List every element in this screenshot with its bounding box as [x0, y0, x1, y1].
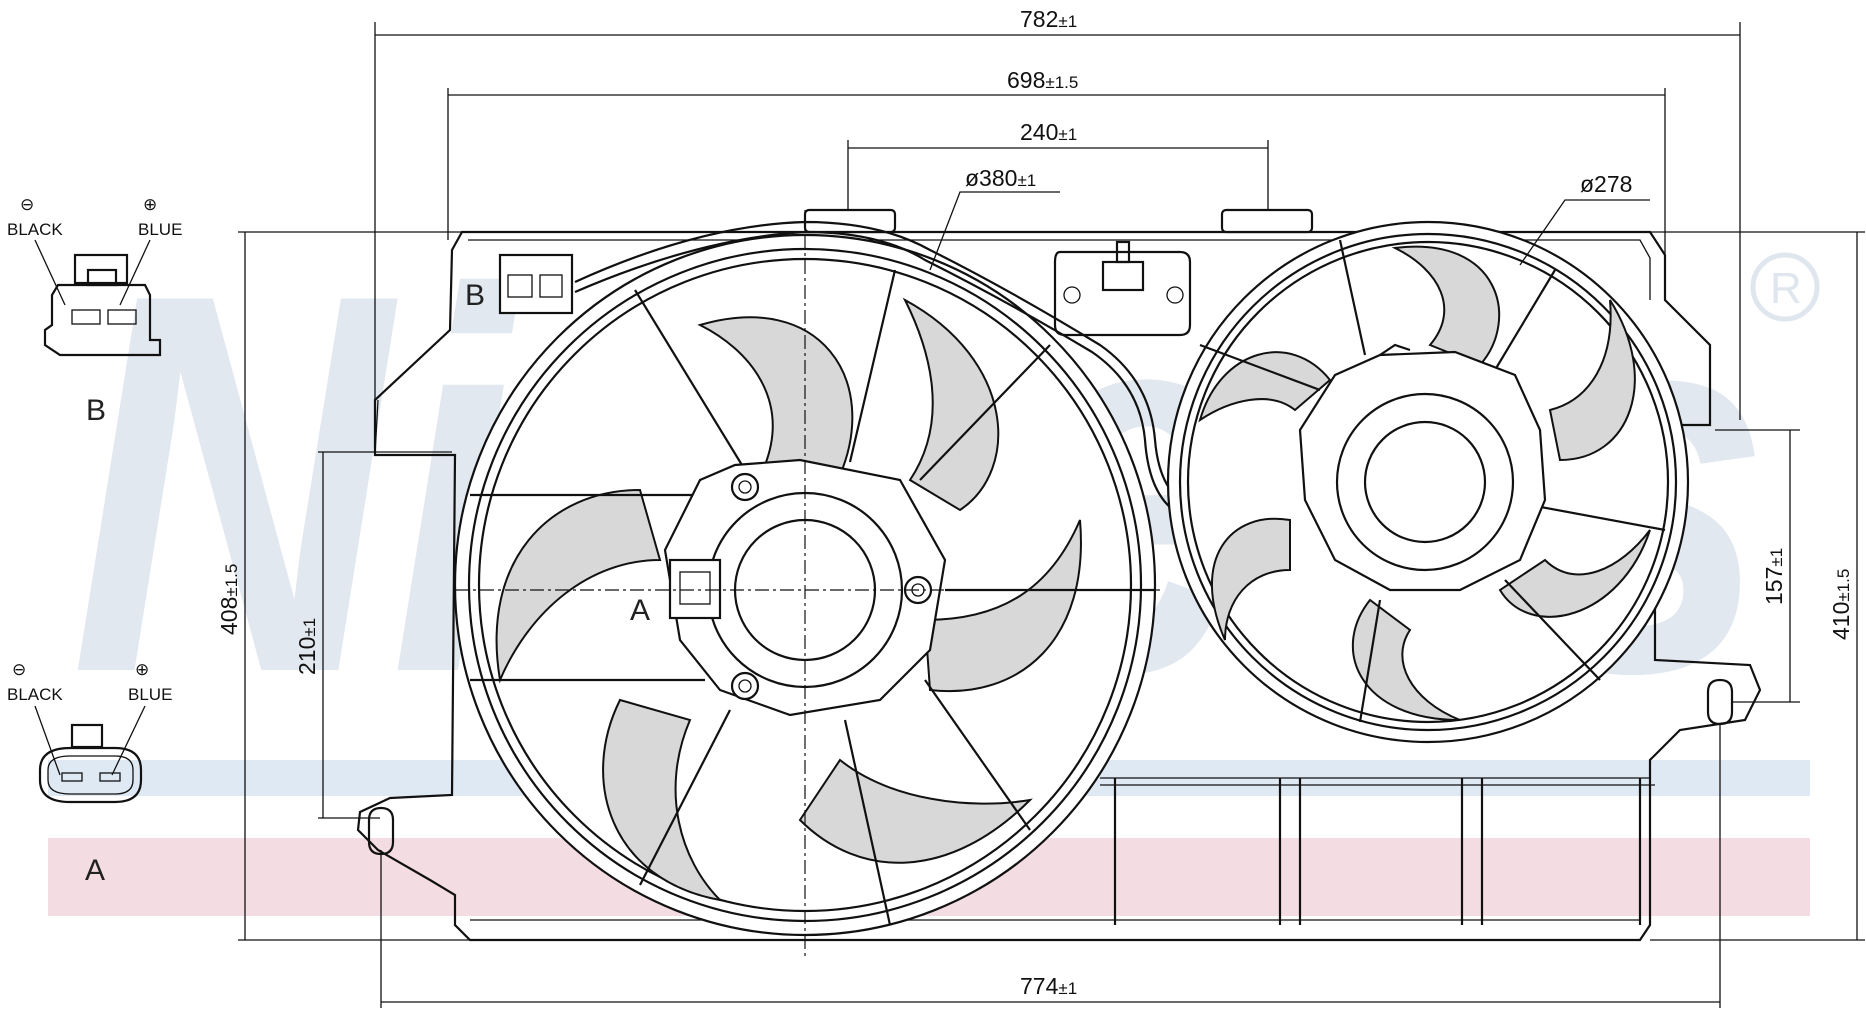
connector-a-label: A	[85, 854, 105, 887]
connector-b-pos-symbol: ⊕	[143, 195, 157, 214]
small-fan-spokes	[1199, 239, 1666, 723]
small-fan-motor	[1298, 343, 1547, 592]
connector-a-blue-label: BLUE	[128, 685, 172, 704]
shroud-connector-b: B	[465, 253, 574, 315]
connector-a-neg-symbol: ⊖	[12, 660, 26, 679]
dim-240: 240±1	[1020, 119, 1077, 145]
clip-left	[803, 208, 897, 234]
connector-a-detail: ⊖ ⊕ BLACK BLUE A	[7, 660, 172, 887]
connector-b-blue-label: BLUE	[138, 220, 182, 239]
dim-small-fan-diameter: ø278	[1580, 171, 1632, 197]
dim-698: 698±1.5	[1007, 67, 1078, 93]
dimension-texts: 782±1 698±1.5 240±1 ø380±1 ø278 408±1.5 …	[216, 6, 1854, 999]
connector-a-pos-symbol: ⊕	[135, 660, 149, 679]
registered-mark: R	[1770, 264, 1802, 313]
large-fan	[453, 210, 1371, 960]
dim-782: 782±1	[1020, 6, 1077, 32]
small-fan-blades	[1198, 245, 1651, 721]
dim-408: 408±1.5	[216, 564, 242, 635]
dim-large-fan-diameter: ø380±1	[965, 165, 1036, 191]
connector-b-detail: ⊖ ⊕ BLACK BLUE B	[7, 195, 182, 427]
small-fan	[1166, 220, 1690, 744]
dim-774: 774±1	[1020, 973, 1077, 999]
dim-410: 410±1.5	[1828, 569, 1854, 640]
shroud	[356, 208, 1762, 942]
motor-connector-a	[668, 558, 722, 620]
callout-b: B	[465, 279, 485, 312]
dim-210: 210±1	[294, 618, 320, 675]
connector-a-black-label: BLACK	[7, 685, 63, 704]
connector-b-neg-symbol: ⊖	[20, 195, 34, 214]
connector-b-black-label: BLACK	[7, 220, 63, 239]
dim-157: 157±1	[1761, 548, 1787, 605]
callout-a: A	[630, 594, 650, 627]
registered-mark-circle	[1750, 252, 1820, 322]
clip-right	[1220, 208, 1314, 234]
connector-b-label: B	[86, 394, 106, 427]
large-fan-blades	[495, 297, 1082, 902]
dimension-lines	[238, 22, 1865, 1008]
